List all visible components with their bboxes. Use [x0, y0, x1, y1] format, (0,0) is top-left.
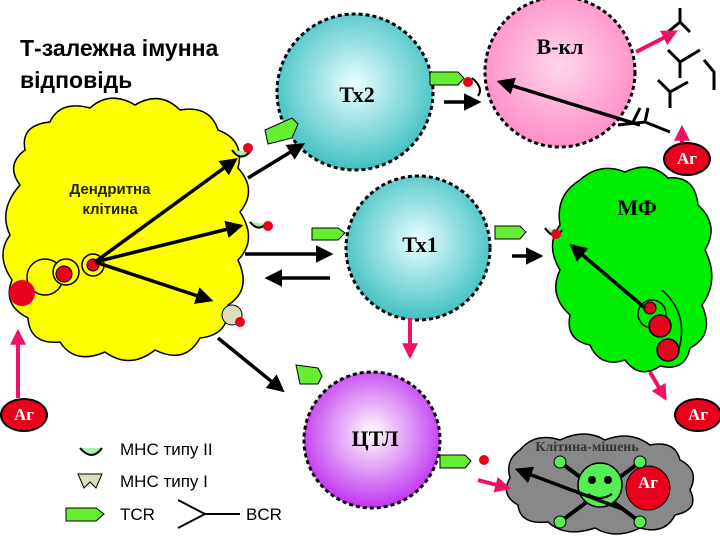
th2-label: Тх2: [339, 82, 375, 107]
antigen-badge-macrophage: Аг: [674, 398, 720, 432]
antigen-badge-bcell: Аг: [663, 142, 711, 176]
dendritic-cell: [2, 97, 250, 362]
macrophage-label: МФ: [617, 195, 657, 220]
b-cell: [483, 0, 637, 149]
ctl-label: ЦТЛ: [351, 426, 399, 451]
tcr-legend-icon: [65, 507, 105, 522]
legend-tcr: TCR: [120, 505, 155, 524]
antibodies: [617, 8, 716, 134]
mhc1-legend-icon: [77, 473, 103, 489]
black-arrows: [93, 77, 647, 512]
legend-mhc1: МНС типу I: [120, 472, 208, 491]
antigen-badge-left: Аг: [0, 398, 48, 432]
legend-glyphs: [65, 447, 240, 529]
ctl-cell: [302, 370, 442, 510]
mhc2-legend-icon: [79, 447, 103, 456]
legend-mhc2: МНС типу II: [120, 440, 213, 459]
dendritic-cell-label: Дендритна клітина: [69, 181, 151, 218]
macrophage: [551, 166, 713, 373]
pink-arrows: [10, 30, 690, 493]
th1-label: Тх1: [402, 232, 438, 257]
antigen-badge-target: Аг: [638, 473, 658, 492]
page-title: Т-залежна імунна відповідь: [20, 35, 219, 93]
b-cell-label: В-кл: [536, 34, 584, 59]
th2-cell: [275, 12, 435, 172]
th1-cell: [344, 174, 492, 322]
target-cell-label: Клітина-мішень: [535, 440, 639, 455]
bcr-legend-icon: [177, 499, 240, 529]
receptor-glyphs: [221, 71, 563, 469]
legend-bcr: BCR: [246, 505, 282, 524]
